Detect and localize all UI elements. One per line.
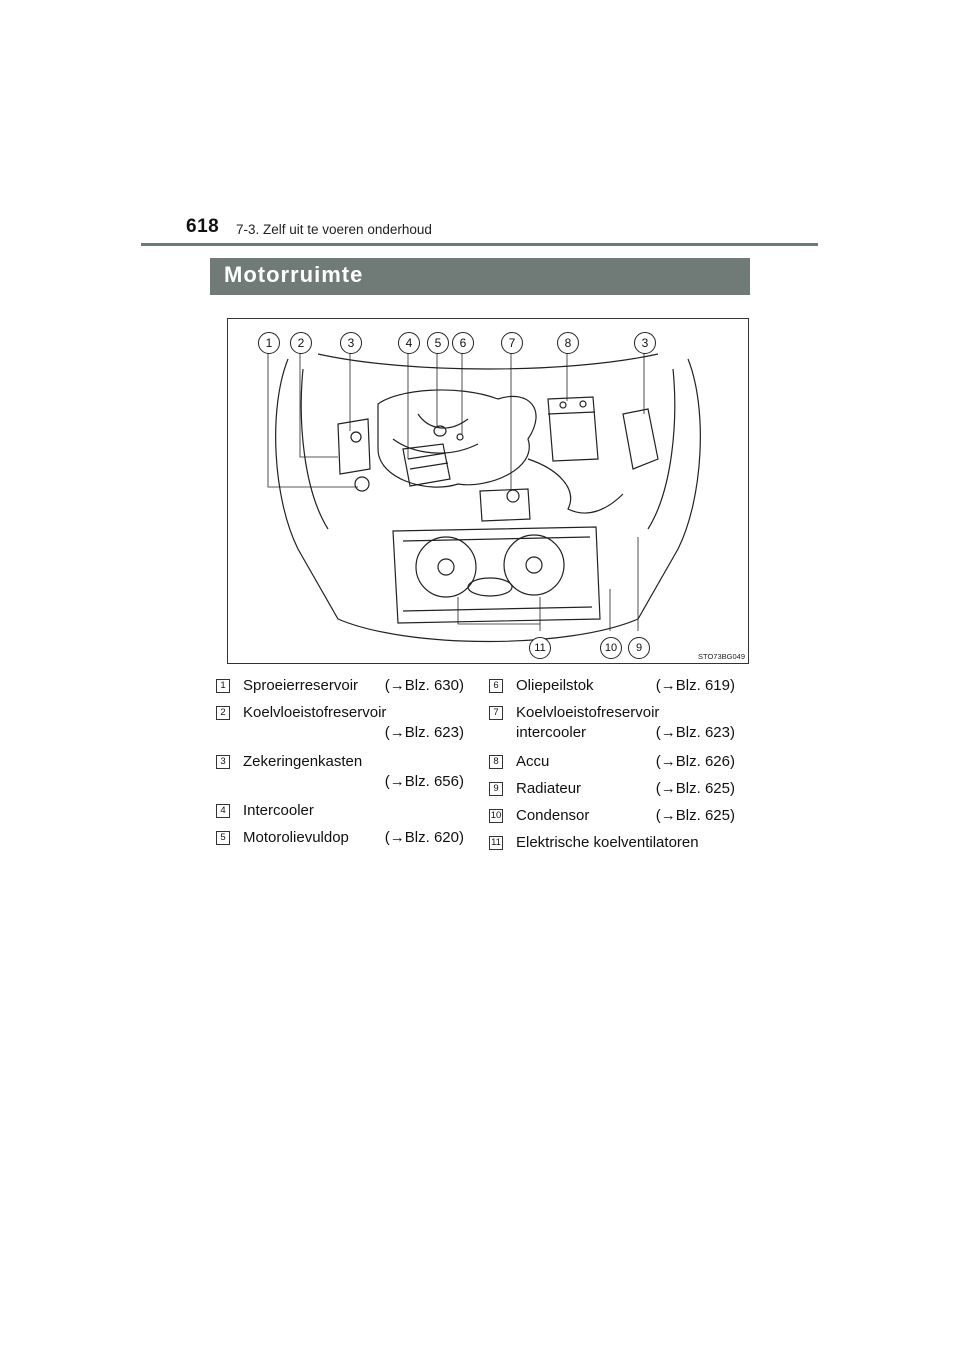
- legend-item-8: 8 Accu (→Blz. 626): [489, 752, 735, 779]
- legend-label: Oliepeilstok: [516, 677, 594, 694]
- callout-3-right: 3: [634, 332, 656, 354]
- legend-number: 6: [489, 679, 503, 693]
- legend-item-5: 5 Motorolievuldop (→Blz. 620): [216, 828, 464, 855]
- legend-item-10: 10 Condensor (→Blz. 625): [489, 806, 735, 833]
- legend-number: 10: [489, 809, 503, 823]
- callout-9: 9: [628, 637, 650, 659]
- page-reference: (→Blz. 619): [655, 677, 735, 694]
- legend-item-4: 4 Intercooler: [216, 801, 464, 828]
- callout-8: 8: [557, 332, 579, 354]
- section-title-bar: Motorruimte: [210, 258, 750, 295]
- callout-2: 2: [290, 332, 312, 354]
- section-title: Motorruimte: [224, 262, 364, 287]
- callout-7: 7: [501, 332, 523, 354]
- legend-label: Intercooler: [243, 802, 314, 819]
- callout-5: 5: [427, 332, 449, 354]
- header-divider: [141, 243, 818, 246]
- figure-code: STO73BG049: [698, 652, 745, 661]
- legend-item-11: 11 Elektrische koelventilatoren: [489, 833, 735, 860]
- legend-label: Motorolievuldop: [243, 829, 349, 846]
- legend-item-6: 6 Oliepeilstok (→Blz. 619): [489, 676, 735, 703]
- page-number: 618: [186, 216, 220, 237]
- legend-right: 6 Oliepeilstok (→Blz. 619) 7 Koelvloeist…: [489, 676, 735, 860]
- page-reference: (→Blz. 625): [655, 807, 735, 824]
- legend-number: 8: [489, 755, 503, 769]
- legend-label: Accu: [516, 753, 550, 770]
- legend-label: Condensor: [516, 807, 590, 824]
- legend-number: 4: [216, 804, 230, 818]
- page-reference: (→Blz. 630): [384, 677, 464, 694]
- callout-1: 1: [258, 332, 280, 354]
- callout-10: 10: [600, 637, 622, 659]
- legend-label: Elektrische koelventilatoren: [516, 834, 699, 851]
- callout-6: 6: [452, 332, 474, 354]
- section-breadcrumb: 7-3. Zelf uit te voeren onderhoud: [236, 222, 432, 237]
- legend-label: Radiateur: [516, 780, 582, 797]
- legend-item-9: 9 Radiateur (→Blz. 625): [489, 779, 735, 806]
- legend-item-3: 3 Zekeringenkasten (→Blz. 656): [216, 752, 464, 801]
- legend-label-line2: intercooler: [516, 724, 587, 741]
- legend-item-1: 1 Sproeierreservoir (→Blz. 630): [216, 676, 464, 703]
- legend-number: 2: [216, 706, 230, 720]
- legend-left: 1 Sproeierreservoir (→Blz. 630) 2 Koelvl…: [216, 676, 464, 855]
- legend-number: 3: [216, 755, 230, 769]
- legend-label: Zekeringenkasten: [243, 753, 363, 770]
- legend-number: 11: [489, 836, 503, 850]
- legend-number: 7: [489, 706, 503, 720]
- legend-number: 5: [216, 831, 230, 845]
- page-reference: (→Blz. 656): [384, 773, 464, 790]
- legend-item-2: 2 Koelvloeistofreservoir (→Blz. 623): [216, 703, 464, 752]
- legend-item-7: 7 Koelvloeistofreservoir intercooler (→B…: [489, 703, 735, 752]
- page-reference: (→Blz. 620): [384, 829, 464, 846]
- engine-bay-illustration: [267, 347, 701, 643]
- legend-label: Sproeierreservoir: [243, 677, 359, 694]
- callout-4: 4: [398, 332, 420, 354]
- page-reference: (→Blz. 623): [384, 724, 464, 741]
- page-reference: (→Blz. 625): [655, 780, 735, 797]
- legend-number: 1: [216, 679, 230, 693]
- page-reference: (→Blz. 626): [655, 753, 735, 770]
- page-reference: (→Blz. 623): [655, 724, 735, 741]
- legend-label: Koelvloeistofreservoir: [516, 704, 660, 721]
- callout-11: 11: [529, 637, 551, 659]
- engine-bay-figure: 1 2 3 4 5 6 7 8 3 11 10 9 STO73BG049: [227, 318, 749, 664]
- legend-number: 9: [489, 782, 503, 796]
- callout-3: 3: [340, 332, 362, 354]
- legend-label: Koelvloeistofreservoir: [243, 704, 387, 721]
